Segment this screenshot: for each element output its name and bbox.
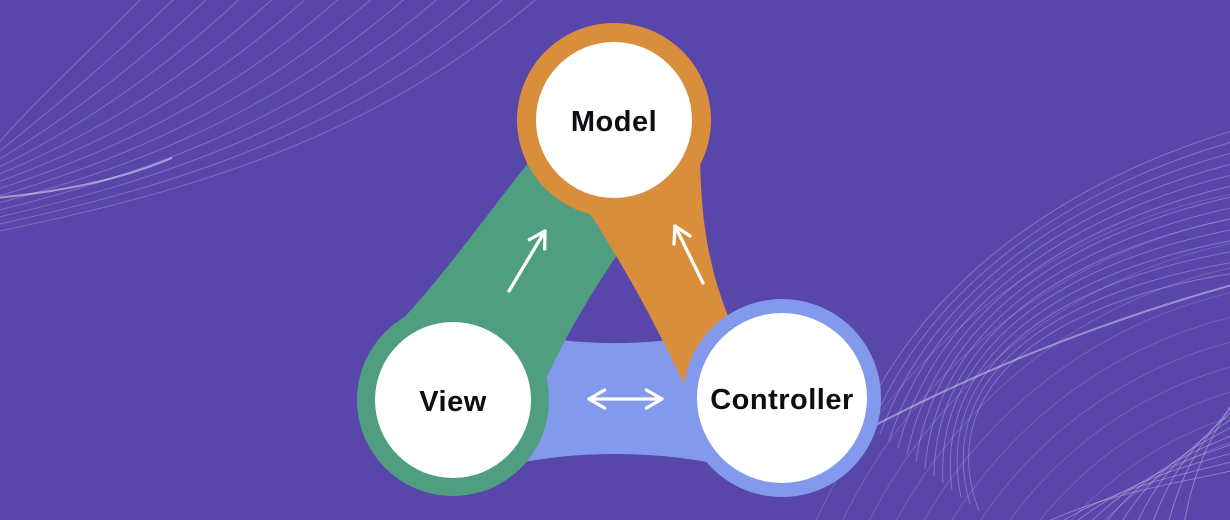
controller-node-circle [697,313,867,483]
view-node-circle [375,322,531,478]
view-node-label: View [419,386,487,418]
wave-lines-right-icon [861,131,1230,512]
wave-lines-top-left-icon [0,0,536,232]
arrow-view-to-model-icon [507,229,547,293]
double-headed-arrow-icon [587,388,664,410]
controller-node-label: Controller [710,384,854,416]
arrow-controller-to-model-icon [672,224,705,285]
connector-arrows [507,224,705,410]
model-node-circle [536,42,692,198]
wave-lines-bottom-right-corner-icon [1049,405,1230,520]
model-node-label: Model [571,106,657,138]
